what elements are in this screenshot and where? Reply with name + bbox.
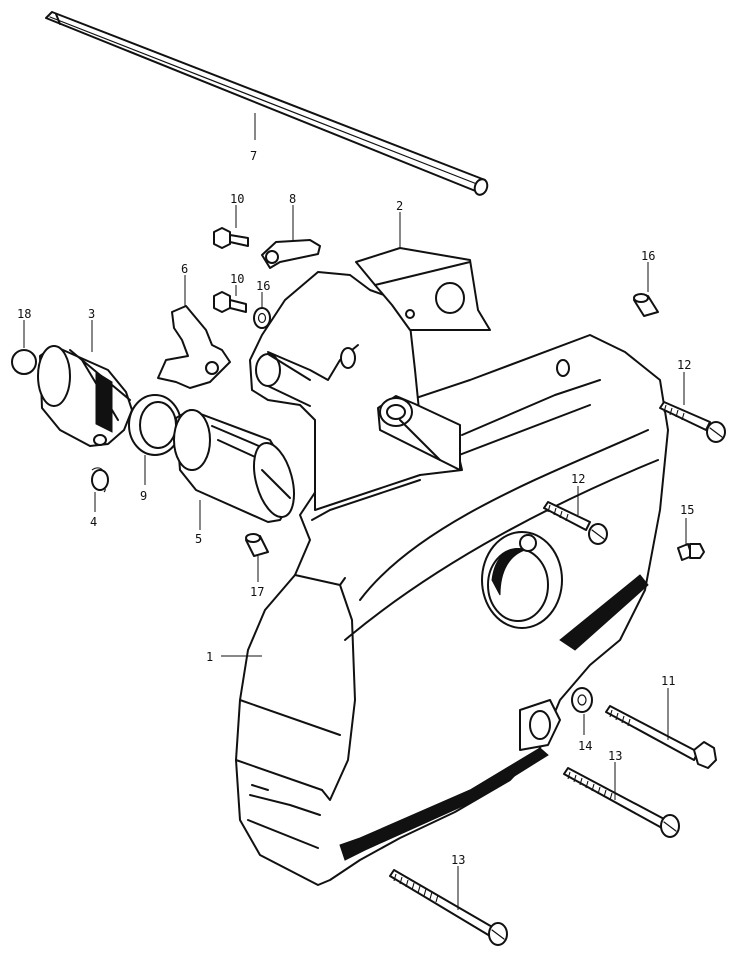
label-part-5: 5 <box>195 532 202 546</box>
label-part-3: 3 <box>88 307 95 321</box>
label-part-13-b: 13 <box>451 853 465 867</box>
label-part-1: 1 <box>206 650 213 664</box>
leader-lines <box>23 113 687 910</box>
part-5-drum <box>173 409 295 523</box>
label-part-6: 6 <box>181 262 188 276</box>
part-13-screw-a <box>563 767 680 838</box>
label-part-11: 11 <box>661 674 675 688</box>
label-part-4: 4 <box>90 515 97 529</box>
part-14-washer <box>571 687 593 713</box>
label-part-13-a: 13 <box>608 749 622 763</box>
part-3-cam <box>37 345 133 447</box>
part-8-plate <box>261 239 321 269</box>
label-part-9: 9 <box>140 489 147 503</box>
label-part-10-b: 10 <box>230 272 244 286</box>
part-1-cover <box>235 334 669 886</box>
part-1-upper-case <box>249 271 463 511</box>
label-part-2: 2 <box>396 199 403 213</box>
part-6-fork <box>157 305 231 389</box>
part-7-shaft <box>45 11 489 196</box>
part-10-bolt-a <box>213 227 249 249</box>
label-part-15: 16 <box>256 279 270 293</box>
label-part-8: 8 <box>289 192 296 206</box>
part-13-screw-b <box>389 869 508 946</box>
callout-labels: 7 8 2 10 10 16 6 16 18 3 12 12 9 15 4 5 … <box>17 149 694 867</box>
part-11-bolt <box>605 705 717 769</box>
label-part-17: 15 <box>680 503 694 517</box>
part-12-screw-a <box>659 401 726 443</box>
part-18-ball <box>11 349 37 375</box>
label-part-12-a: 12 <box>677 358 691 372</box>
label-part-7: 7 <box>250 149 257 163</box>
part-17-bolt <box>677 543 705 561</box>
label-part-10-a: 10 <box>230 192 244 206</box>
part-16-pin-b <box>245 533 269 557</box>
part-12-screw-b <box>543 501 608 545</box>
label-part-14: 14 <box>578 739 592 753</box>
label-part-18: 18 <box>17 307 31 321</box>
part-10-bolt-b <box>213 291 247 313</box>
label-part-16-a: 16 <box>641 249 655 263</box>
part-2-bracket <box>355 247 491 331</box>
part-9-ring <box>128 394 182 456</box>
part-16-pin-a <box>633 293 659 317</box>
part-4-spring <box>91 467 109 493</box>
label-part-16-b: 17 <box>250 585 264 599</box>
label-part-12-b: 12 <box>571 472 585 486</box>
part-15-washer <box>253 307 271 329</box>
